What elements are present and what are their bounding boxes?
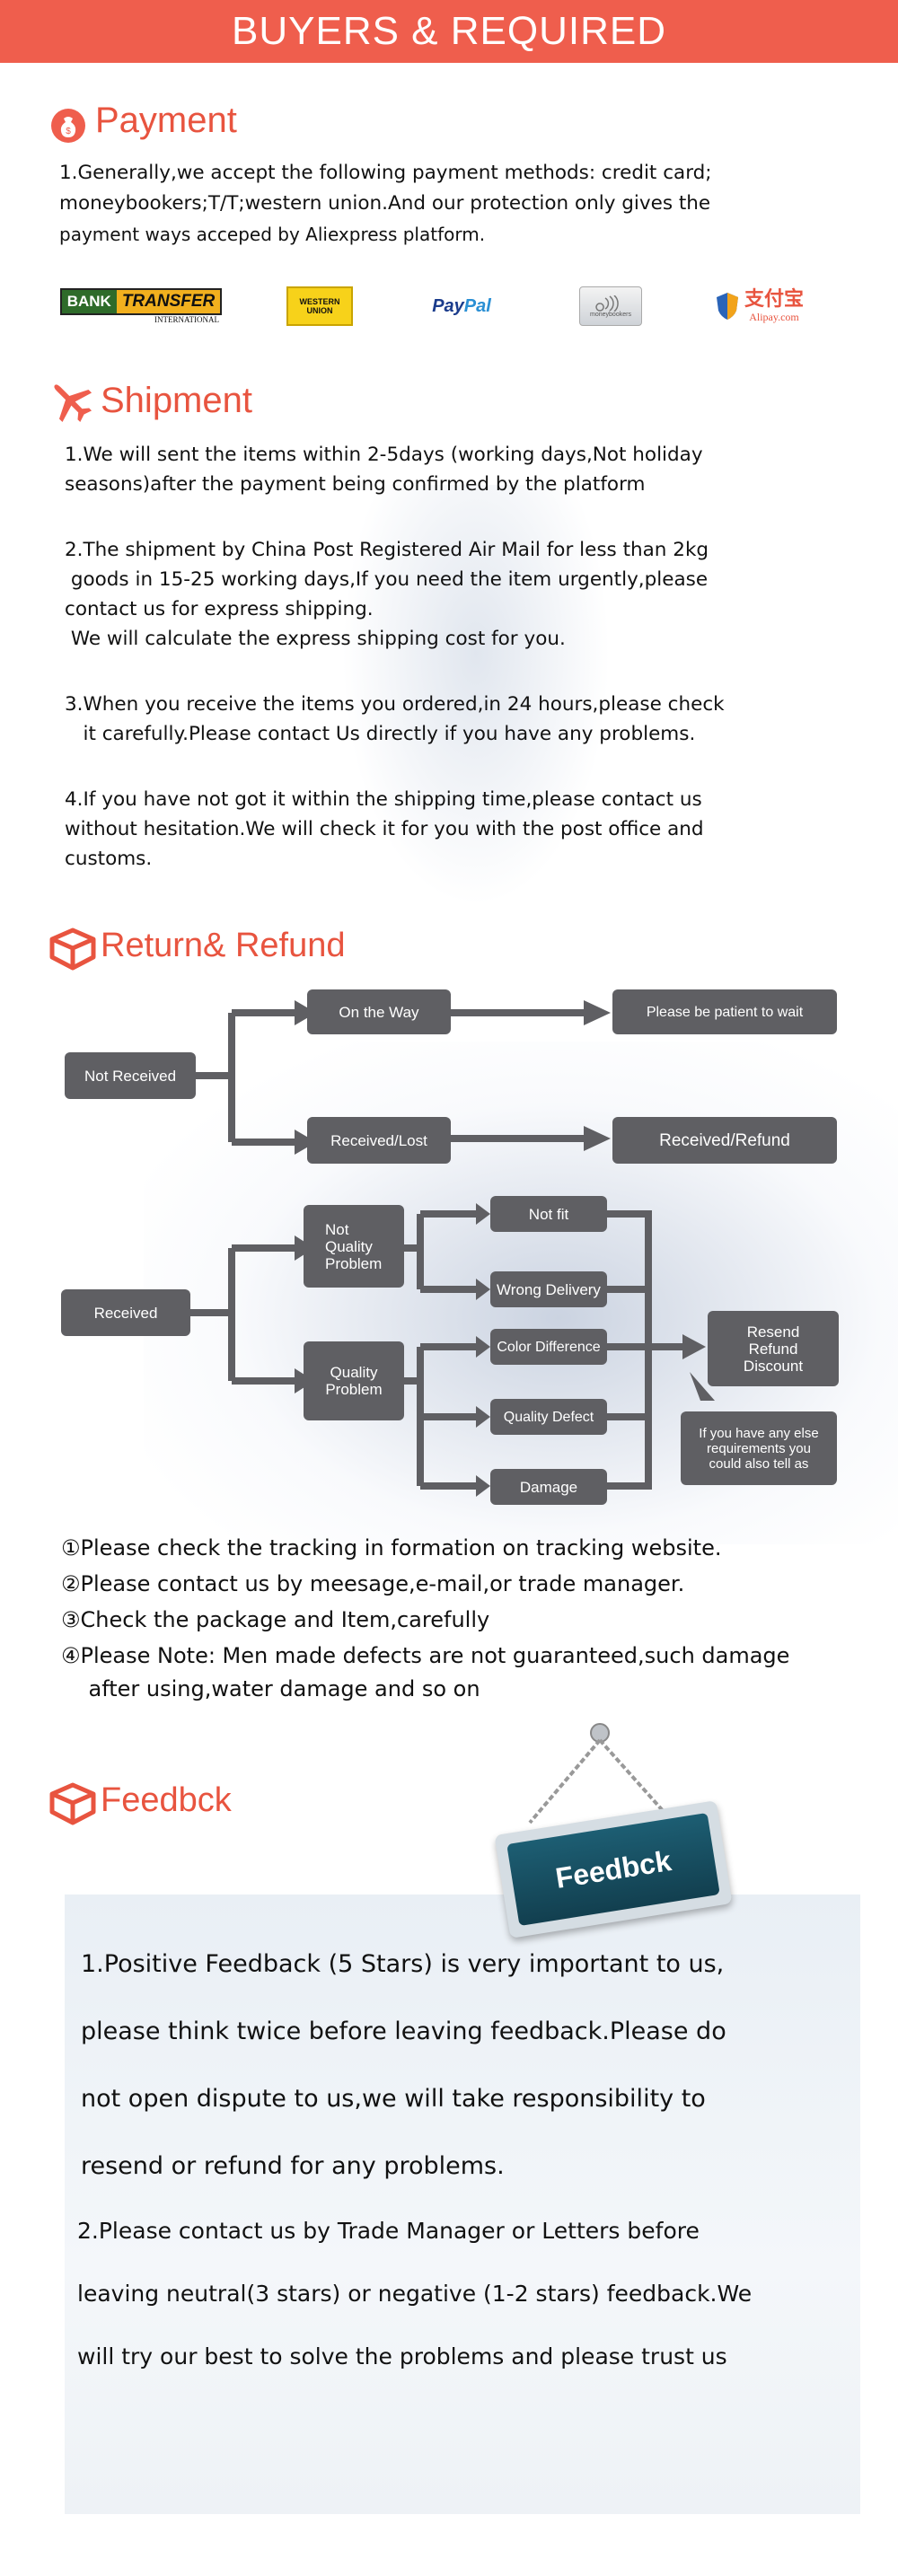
logo-text: Pay (432, 295, 464, 316)
shipment-line: 3.When you receive the items you ordered… (65, 693, 725, 716)
flow-received-lost: Received/Lost (307, 1117, 451, 1164)
shipment-line: We will calculate the express shipping c… (65, 628, 566, 650)
payment-line: payment ways acceped by Aliexpress platf… (59, 224, 486, 245)
feedback-sign-text: Feedbck (552, 1843, 674, 1895)
alipay-logo: 支付宝 Alipay.com (700, 286, 817, 327)
payment-line: 1.Generally,we accept the following paym… (59, 162, 712, 184)
shield-icon (716, 293, 738, 320)
feedback-text: 1.Positive Feedback (5 Stars) is very im… (81, 1930, 853, 2200)
refund-note: after using,water damage and so on (61, 1676, 480, 1701)
flow-be-patient: Please be patient to wait (612, 989, 837, 1034)
shipment-line: it carefully.Please contact Us directly … (65, 723, 696, 745)
feedback-sign-face: Feedbck (506, 1812, 720, 1927)
flow-damage: Damage (490, 1469, 607, 1505)
page-banner: BUYERS & REQUIRED (0, 0, 898, 63)
shipment-line (65, 749, 855, 785)
feedback-line: resend or refund for any problems. (81, 2152, 505, 2180)
flow-resend-refund-discount: Resend Refund Discount (708, 1311, 839, 1386)
refund-note: ①Please check the tracking in formation … (61, 1535, 722, 1561)
shipment-line: 1.We will sent the items within 2-5days … (65, 444, 703, 466)
logo-text: TRANSFER (116, 290, 221, 313)
flow-connectors (190, 1000, 715, 1497)
feedback-panel (65, 1895, 860, 2514)
flow-color-difference: Color Difference (490, 1329, 607, 1365)
feedback-line: 2.Please contact us by Trade Manager or … (77, 2218, 700, 2244)
payment-title: Payment (95, 101, 237, 140)
payment-icon: $ (50, 108, 86, 144)
logo-text: 支付宝 (744, 287, 804, 311)
shipment-title: Shipment (101, 381, 252, 420)
feedback-line: not open dispute to us,we will take resp… (81, 2085, 706, 2113)
shipment-line: contact us for express shipping. (65, 598, 374, 620)
feedback-line: please think twice before leaving feedba… (81, 2018, 726, 2045)
shipment-line: without hesitation.We will check it for … (65, 818, 704, 840)
logo-text: Alipay.com (749, 310, 799, 323)
shipment-background (341, 485, 611, 907)
payment-text: 1.Generally,we accept the following paym… (59, 158, 850, 250)
feedback-text-2: 2.Please contact us by Trade Manager or … (77, 2200, 858, 2388)
shipment-line: seasons)after the payment being confirme… (65, 473, 646, 496)
logo-text: Pal (463, 295, 491, 316)
svg-text:$: $ (66, 127, 71, 136)
refund-note: ④Please Note: Men made defects are not g… (61, 1643, 790, 1668)
logo-text: UNION (306, 306, 333, 315)
flow-not-fit: Not fit (490, 1196, 607, 1232)
shipment-line: customs. (65, 848, 153, 870)
shipment-line (65, 654, 855, 690)
flow-quality-defect: Quality Defect (490, 1399, 607, 1435)
logo-text: WESTERN (299, 297, 340, 306)
moneybookers-logo: moneybookers (578, 286, 643, 327)
shipment-line: goods in 15-25 working days,If you need … (65, 568, 709, 591)
refund-note: ③Check the package and Item,carefully (61, 1607, 490, 1632)
logo-text: moneybookers (590, 311, 631, 318)
feedback-line: will try our best to solve the problems … (77, 2343, 727, 2369)
flow-quality-problem: Quality Problem (304, 1341, 404, 1420)
flow-not-received: Not Received (65, 1052, 196, 1099)
flow-not-quality-problem: Not Quality Problem (304, 1205, 404, 1288)
refund-notes: ①Please check the tracking in formation … (61, 1530, 869, 1704)
feedback-title: Feedbck (101, 1781, 232, 1819)
flow-else-requirements: If you have any else requirements you co… (681, 1411, 837, 1485)
refund-note: ②Please contact us by meesage,e-mail,or … (61, 1571, 685, 1596)
feedback-line: leaving neutral(3 stars) or negative (1-… (77, 2281, 753, 2307)
flow-received-refund: Received/Refund (612, 1117, 837, 1164)
shipment-text: 1.We will sent the items within 2-5days … (65, 440, 855, 874)
logo-text: BANK (61, 290, 117, 313)
shipment-line (65, 499, 855, 535)
flow-wrong-delivery: Wrong Delivery (490, 1271, 607, 1307)
bank-transfer-logo: BANK TRANSFER INTERNATIONAL (56, 286, 226, 327)
flow-on-the-way: On the Way (307, 989, 451, 1034)
box-icon (48, 925, 97, 971)
refund-title: Return& Refund (101, 927, 346, 964)
payment-line: moneybookers;T/T;western union.And our p… (59, 192, 711, 215)
shipment-line: 2.The shipment by China Post Registered … (65, 539, 709, 561)
flow-received: Received (61, 1289, 190, 1336)
logo-text: INTERNATIONAL (154, 315, 219, 324)
box-icon (48, 1780, 97, 1826)
western-union-logo: WESTERN UNION (286, 286, 354, 327)
feedback-line: 1.Positive Feedback (5 Stars) is very im… (81, 1950, 725, 1978)
shipment-line: 4.If you have not got it within the ship… (65, 788, 702, 811)
airplane-icon (45, 375, 95, 426)
